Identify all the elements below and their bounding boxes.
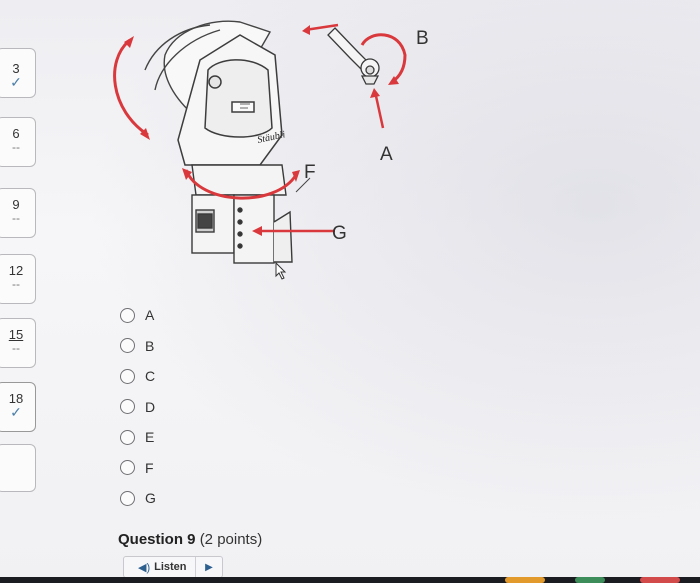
arrowhead	[388, 76, 399, 85]
dock-indicator	[505, 577, 545, 583]
radio-button[interactable]	[120, 338, 135, 354]
screen-edge	[0, 577, 700, 583]
speaker-icon: ◀)	[138, 561, 151, 574]
robot-end-effector	[327, 27, 380, 85]
question-navigator: 3 ✓ 6 -- 9 -- 12 -- 15 -- 18 ✓	[0, 0, 40, 583]
robot-arm-diagram: Stäubli B A F G	[113, 20, 429, 280]
label-g: G	[332, 223, 347, 244]
nav-number: 6	[12, 126, 20, 141]
choice-e[interactable]: E	[120, 422, 156, 453]
label-f: F	[304, 162, 316, 183]
arrowhead	[292, 170, 300, 182]
choice-d[interactable]: D	[120, 392, 156, 423]
radio-button[interactable]	[120, 307, 135, 323]
arrowhead	[124, 36, 134, 48]
choice-b[interactable]: B	[120, 331, 156, 362]
choice-label: D	[145, 398, 156, 415]
nav-question-3[interactable]: 3 ✓	[0, 48, 36, 98]
motion-arrows	[113, 23, 407, 236]
arrow-a	[374, 95, 385, 129]
nav-number: 3	[12, 61, 20, 76]
label-b: B	[416, 28, 429, 49]
robot-body	[177, 34, 283, 166]
cursor-icon	[275, 261, 287, 280]
arrowhead	[302, 25, 310, 35]
question-title: Question 9 (2 points)	[118, 531, 262, 548]
nav-question-12[interactable]: 12 --	[0, 254, 36, 304]
rotation-arrow-upper	[113, 38, 149, 137]
nav-question-9[interactable]: 9 --	[0, 188, 36, 238]
choice-g[interactable]: G	[120, 483, 156, 514]
nav-number: 15	[8, 327, 24, 342]
play-icon[interactable]: ▶	[205, 561, 213, 573]
arrowhead	[182, 168, 192, 180]
choice-label: C	[145, 368, 156, 385]
nav-question-15[interactable]: 15 --	[0, 318, 36, 368]
radio-button[interactable]	[120, 460, 135, 476]
unanswered-mark: --	[12, 341, 20, 355]
dock-indicator	[640, 577, 680, 583]
radio-button[interactable]	[120, 490, 135, 506]
nav-question-partial[interactable]	[0, 444, 36, 492]
choice-a[interactable]: A	[120, 300, 156, 331]
choice-c[interactable]: C	[120, 361, 156, 392]
robot-wrist	[191, 164, 293, 264]
answer-choices: A B C D E F G	[120, 300, 156, 514]
nav-number: 12	[8, 263, 24, 278]
radio-button[interactable]	[120, 368, 135, 384]
listen-toolbar: ◀) Listen ▶	[123, 556, 223, 578]
rotation-arrow-b	[360, 33, 407, 84]
choice-label: F	[145, 459, 154, 476]
choice-label: E	[145, 429, 155, 446]
listen-button[interactable]: ◀) Listen	[124, 557, 196, 577]
choice-label: B	[145, 337, 155, 354]
arrowhead	[140, 128, 150, 140]
question-points: (2 points)	[199, 531, 263, 548]
listen-label: Listen	[154, 561, 187, 573]
label-a: A	[380, 144, 393, 165]
radio-button[interactable]	[120, 429, 135, 445]
unanswered-mark: --	[12, 277, 20, 291]
nav-question-18[interactable]: 18 ✓	[0, 382, 36, 432]
question-name: Question 9	[118, 531, 196, 548]
nav-number: 18	[8, 391, 24, 406]
choice-f[interactable]: F	[120, 453, 156, 484]
unanswered-mark: --	[12, 140, 20, 154]
leader-line-f	[295, 177, 311, 193]
arrowhead	[252, 226, 262, 236]
choice-label: A	[145, 307, 155, 324]
check-icon: ✓	[10, 74, 22, 90]
nav-question-6[interactable]: 6 --	[0, 117, 36, 167]
check-icon: ✓	[10, 404, 22, 420]
radio-button[interactable]	[120, 399, 135, 415]
rotation-arrow-wrist	[184, 169, 298, 200]
unanswered-mark: --	[12, 211, 20, 225]
choice-label: G	[145, 490, 156, 507]
dock-indicator	[575, 577, 605, 583]
arrowhead	[370, 88, 380, 98]
rotation-arrow-top	[304, 23, 339, 32]
nav-number: 9	[12, 197, 20, 212]
